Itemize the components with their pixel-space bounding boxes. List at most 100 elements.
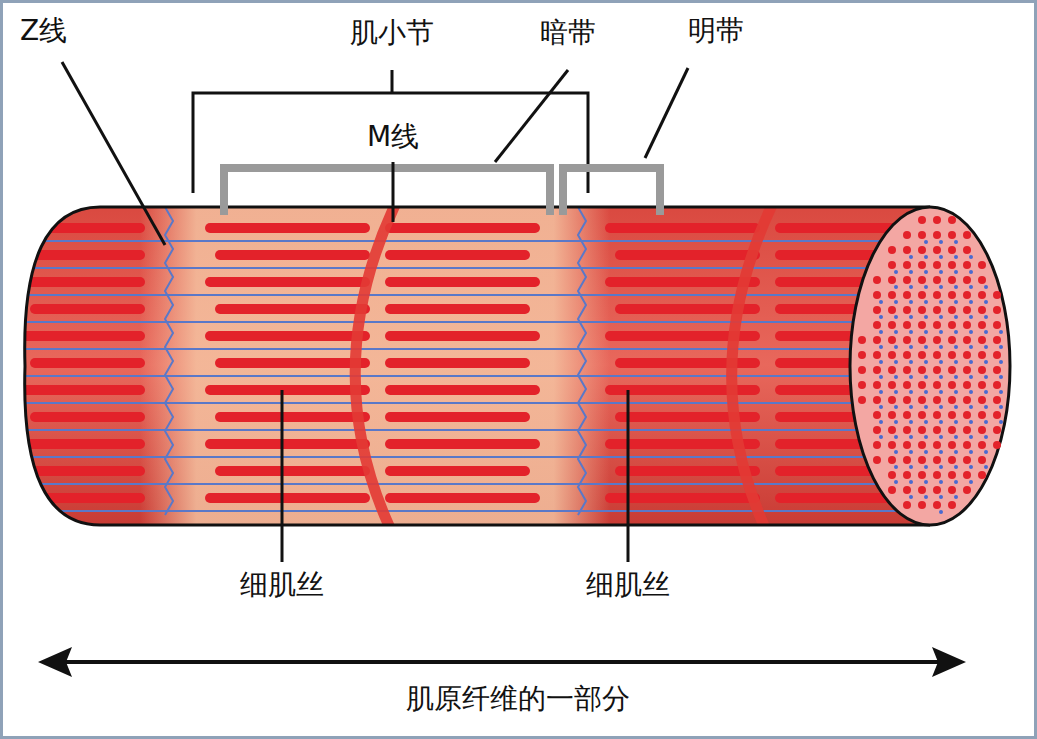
thick-filament: [385, 439, 540, 449]
thick-dot: [948, 261, 956, 269]
thick-dot: [903, 426, 911, 434]
thin-dot: [954, 300, 958, 304]
thin-dot: [924, 375, 928, 379]
thin-dot: [894, 405, 898, 409]
i-band-bracket: [563, 168, 660, 215]
thin-dot: [909, 360, 913, 364]
cross-section-dots: [858, 216, 1003, 514]
thick-filament: [205, 385, 370, 395]
thin-dot: [939, 345, 943, 349]
thin-filament: [0, 429, 940, 431]
thick-dot: [993, 291, 1001, 299]
thin-dot: [954, 285, 958, 289]
thin-filament: [0, 294, 940, 296]
thick-dot: [948, 216, 956, 224]
thin-dot: [939, 450, 943, 454]
thin-dot: [924, 405, 928, 409]
thick-dot: [933, 426, 941, 434]
thin-dot: [954, 420, 958, 424]
thin-dot: [894, 390, 898, 394]
body-fill: [0, 200, 940, 530]
thick-dot: [978, 471, 986, 479]
thick-filament: [205, 439, 370, 449]
myofibril-body: [0, 200, 940, 530]
z-line: [165, 207, 173, 515]
thick-dot: [978, 336, 986, 344]
thin-dot: [939, 315, 943, 319]
thin-dot: [999, 375, 1003, 379]
thin-dot: [939, 420, 943, 424]
thick-filament: [385, 304, 530, 314]
thin-dot: [954, 345, 958, 349]
thick-dot: [933, 276, 941, 284]
thin-dot: [954, 480, 958, 484]
thin-dot: [999, 405, 1003, 409]
thin-dot: [894, 360, 898, 364]
thick-dot: [903, 246, 911, 254]
thick-dot: [873, 396, 881, 404]
thin-dot: [999, 420, 1003, 424]
thick-filament: [30, 304, 145, 314]
thick-filament: [385, 385, 540, 395]
thin-dot: [969, 435, 973, 439]
thick-dot: [978, 276, 986, 284]
a-band-bracket: [224, 168, 550, 215]
arrow-head: [38, 647, 72, 677]
thick-dot: [933, 306, 941, 314]
thin-dot: [939, 480, 943, 484]
thick-dot: [963, 306, 971, 314]
thick-dot: [933, 261, 941, 269]
thick-dot: [888, 246, 896, 254]
thick-dot: [933, 396, 941, 404]
thick-dot: [918, 396, 926, 404]
thin-dot: [969, 270, 973, 274]
leader-line: [495, 70, 568, 162]
thin-dot: [969, 465, 973, 469]
thick-filament: [385, 223, 540, 233]
thick-dot: [903, 396, 911, 404]
thin-dot: [924, 315, 928, 319]
thick-dot: [918, 351, 926, 359]
thick-dot: [918, 291, 926, 299]
thick-dot: [918, 231, 926, 239]
thick-filament: [205, 277, 370, 287]
thick-dot: [918, 411, 926, 419]
thick-dot: [963, 366, 971, 374]
thin-dot: [894, 285, 898, 289]
thin-filament-label: 细肌丝: [240, 570, 324, 601]
thin-dot: [939, 285, 943, 289]
m-line-ring: [355, 205, 395, 528]
thick-dot: [873, 276, 881, 284]
thin-dot: [894, 375, 898, 379]
thin-dot: [969, 315, 973, 319]
thin-dot: [879, 330, 883, 334]
thick-dot: [963, 291, 971, 299]
leader-line: [627, 390, 630, 562]
thin-dot: [939, 510, 943, 514]
thin-dot: [984, 420, 988, 424]
thick-filament: [30, 358, 145, 368]
thin-dot: [954, 375, 958, 379]
thin-dot: [894, 345, 898, 349]
thick-dot: [888, 456, 896, 464]
thin-dot: [969, 330, 973, 334]
leader-line: [392, 162, 395, 222]
thin-dot: [984, 360, 988, 364]
thin-dot: [954, 405, 958, 409]
thick-dot: [873, 351, 881, 359]
thin-dot: [984, 405, 988, 409]
thick-filament: [385, 466, 530, 476]
thick-dot: [978, 441, 986, 449]
thin-dot: [909, 480, 913, 484]
thick-dot: [903, 261, 911, 269]
thick-filament: [20, 223, 145, 233]
thin-dot: [999, 345, 1003, 349]
thin-dot: [984, 345, 988, 349]
thick-dot: [918, 276, 926, 284]
thick-dot: [963, 351, 971, 359]
thin-filament: [0, 267, 940, 269]
thin-dot: [954, 315, 958, 319]
thin-dot: [999, 360, 1003, 364]
thin-dot: [954, 495, 958, 499]
thick-dot: [873, 456, 881, 464]
